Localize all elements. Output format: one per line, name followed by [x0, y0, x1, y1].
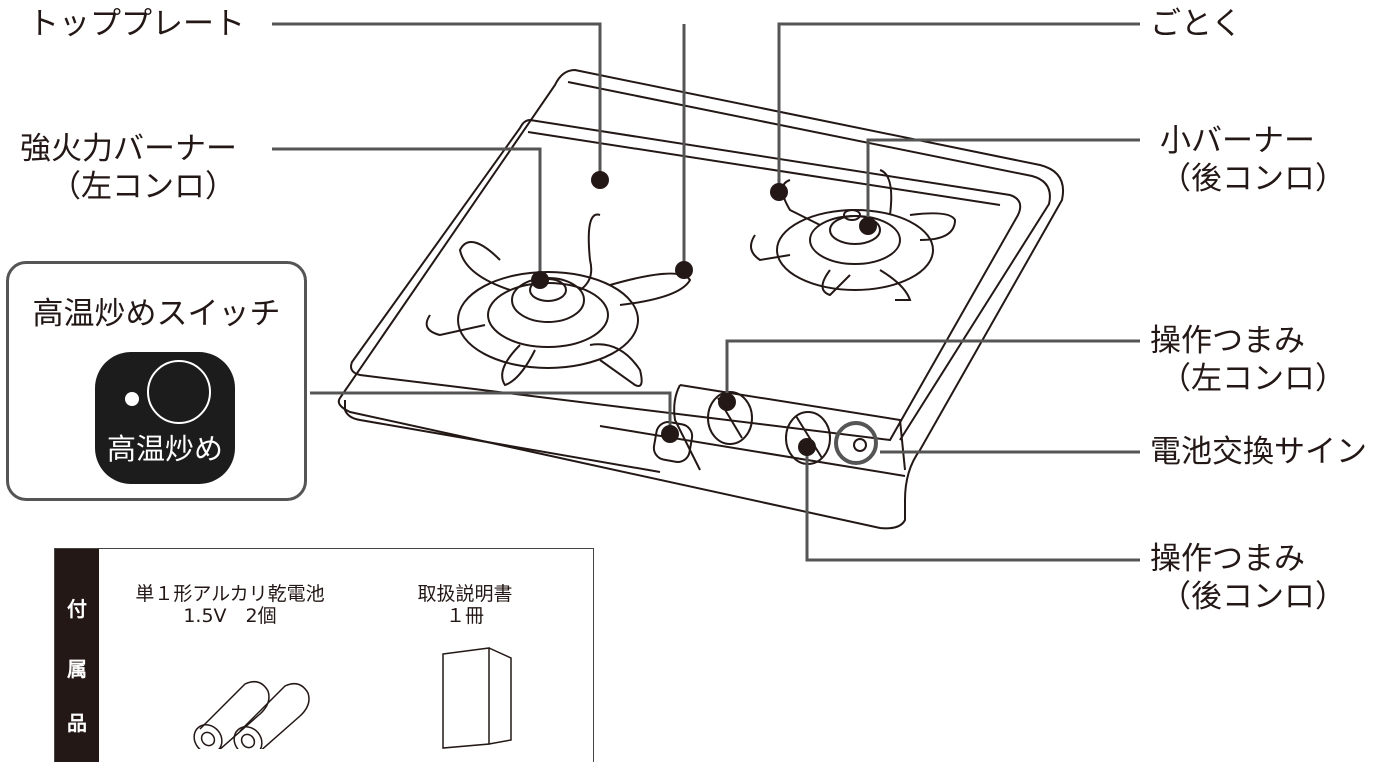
label-knob-left-line2: （左コンロ） — [1160, 361, 1346, 397]
manual-item-text: 取扱説明書 １冊 — [385, 583, 545, 627]
rear-burner — [750, 169, 957, 301]
label-knob-rear-line1: 操作つまみ — [1150, 541, 1305, 577]
label-strong-burner-line1: 強火力バーナー — [20, 131, 237, 167]
left-burner — [425, 213, 692, 387]
high-temp-switch-button: 高温炒め — [95, 352, 235, 484]
leader-lines — [272, 22, 1140, 562]
battery-item-line2: 1.5V 2個 — [183, 605, 277, 627]
accessories-box: 付 属 品 単１形アルカリ乾電池 1.5V 2個 取扱説明書 １冊 — [54, 548, 594, 762]
high-temp-switch-inset: 高温炒めスイッチ 高温炒め — [6, 261, 307, 501]
battery-item-text: 単１形アルカリ乾電池 1.5V 2個 — [125, 583, 335, 627]
side-char-1: 付 — [67, 597, 87, 621]
manual-item-line1: 取扱説明書 — [417, 583, 513, 605]
label-strong-burner: 強火力バーナー （左コンロ） — [20, 130, 237, 206]
switch-label: 高温炒め — [106, 432, 223, 466]
switch-ring-icon — [147, 360, 211, 424]
side-char-2: 属 — [67, 657, 87, 681]
label-knob-left: 操作つまみ （左コンロ） — [1150, 322, 1346, 398]
leader-dots — [531, 171, 877, 456]
label-small-burner-line2: （後コンロ） — [1160, 161, 1346, 197]
manual-item-line2: １冊 — [445, 605, 484, 627]
label-battery-sign: 電池交換サイン — [1150, 434, 1367, 470]
battery-sign-ring — [834, 421, 878, 465]
indicator-dot-icon — [125, 392, 139, 406]
stove-body — [337, 68, 1064, 530]
label-strong-burner-line2: （左コンロ） — [50, 169, 236, 205]
battery-item-line1: 単１形アルカリ乾電池 — [135, 583, 325, 605]
label-knob-left-line1: 操作つまみ — [1150, 323, 1305, 359]
label-trivet: ごとく — [1150, 6, 1243, 42]
control-panel — [652, 391, 867, 465]
label-small-burner-line1: 小バーナー — [1160, 123, 1315, 159]
label-knob-rear-line2: （後コンロ） — [1160, 579, 1346, 615]
label-knob-rear: 操作つまみ （後コンロ） — [1150, 540, 1346, 616]
side-char-3: 品 — [67, 711, 87, 735]
batteries-icon — [193, 680, 310, 749]
manual-booklet-icon — [442, 647, 512, 749]
inset-title: 高温炒めスイッチ — [32, 296, 281, 332]
label-top-plate: トッププレート — [28, 6, 245, 42]
accessories-side-label: 付 属 品 — [55, 549, 99, 762]
label-small-burner: 小バーナー （後コンロ） — [1150, 122, 1346, 198]
